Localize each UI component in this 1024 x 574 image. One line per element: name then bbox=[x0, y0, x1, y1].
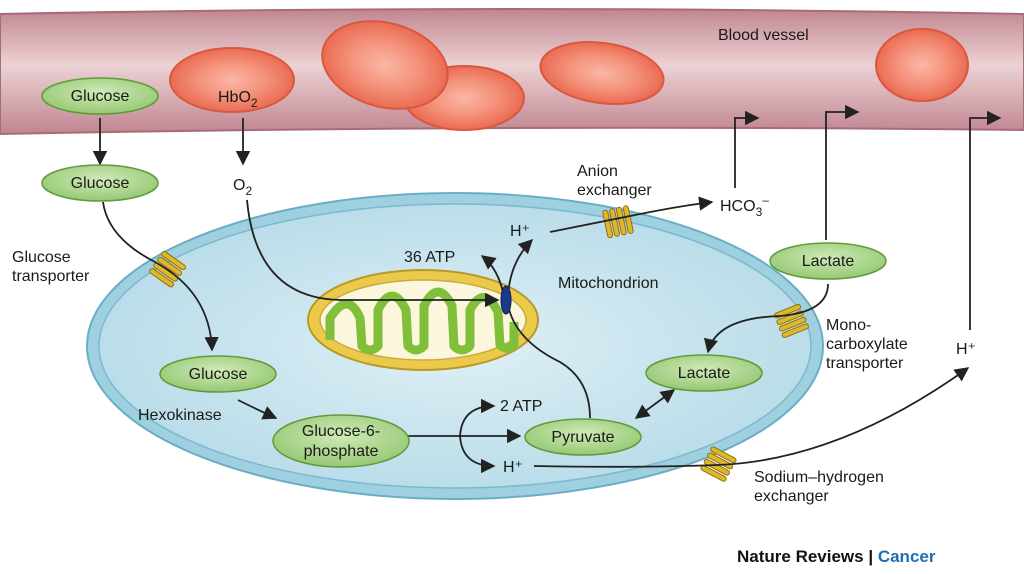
o2-label: O2 bbox=[233, 177, 252, 198]
node-glucose-blood: Glucose bbox=[41, 77, 159, 115]
nhe-label-2: exchanger bbox=[754, 488, 829, 505]
node-glucose-6-phosphate: Glucose-6- phosphate bbox=[272, 414, 410, 468]
svg-text:Glucose: Glucose bbox=[189, 366, 248, 383]
mitochondrion-label: Mitochondrion bbox=[558, 275, 659, 292]
mct-label-2: carboxylate bbox=[826, 336, 908, 353]
red-blood-cell bbox=[169, 47, 295, 113]
blood-vessel-label: Blood vessel bbox=[718, 27, 809, 44]
anion-exchanger-channel bbox=[602, 205, 634, 239]
svg-text:Glucose-6-: Glucose-6- bbox=[302, 423, 380, 440]
glucose-transporter-label-1: Glucose bbox=[12, 249, 71, 266]
nhe-label-1: Sodium–hydrogen bbox=[754, 469, 884, 486]
mct-label-3: transporter bbox=[826, 355, 904, 372]
sodium-hydrogen-exchanger-channel bbox=[700, 446, 737, 482]
hexokinase-label: Hexokinase bbox=[138, 407, 222, 424]
red-blood-cells bbox=[169, 20, 969, 131]
glucose-transporter-channel bbox=[149, 250, 187, 288]
pathway-arrows bbox=[92, 104, 1002, 474]
mct-label-1: Mono- bbox=[826, 317, 871, 334]
node-glucose-extracellular: Glucose bbox=[41, 164, 159, 202]
hbo2-label: HbO2 bbox=[218, 89, 258, 110]
node-lactate-intracellular: Lactate bbox=[645, 354, 763, 392]
svg-text:phosphate: phosphate bbox=[304, 443, 379, 460]
svg-text:Lactate: Lactate bbox=[802, 253, 855, 270]
red-blood-cell bbox=[875, 28, 969, 102]
h-plus-bottom-label: H⁺ bbox=[503, 459, 523, 476]
svg-text:Glucose: Glucose bbox=[71, 88, 130, 105]
atp-2-label: 2 ATP bbox=[500, 398, 542, 415]
glucose-transporter-label-2: transporter bbox=[12, 268, 90, 285]
red-blood-cell bbox=[539, 41, 665, 105]
red-blood-cell bbox=[321, 20, 449, 110]
atp-synthase-site bbox=[500, 285, 512, 315]
anion-exchanger-label-1: Anion bbox=[577, 163, 618, 180]
h-plus-top-label: H⁺ bbox=[510, 223, 530, 240]
svg-text:Pyruvate: Pyruvate bbox=[551, 429, 614, 446]
node-glucose-intracellular: Glucose bbox=[159, 355, 277, 393]
node-lactate-extracellular: Lactate bbox=[769, 242, 887, 280]
hco3-label: HCO3– bbox=[720, 193, 769, 219]
journal-credit: Nature Reviews | Cancer bbox=[737, 547, 936, 566]
mitochondrion bbox=[307, 269, 539, 371]
svg-text:Glucose: Glucose bbox=[71, 175, 130, 192]
node-pyruvate: Pyruvate bbox=[524, 418, 642, 456]
svg-text:Lactate: Lactate bbox=[678, 365, 731, 382]
atp-36-label: 36 ATP bbox=[404, 249, 455, 266]
h-plus-right-label: H⁺ bbox=[956, 341, 976, 358]
anion-exchanger-label-2: exchanger bbox=[577, 182, 652, 199]
